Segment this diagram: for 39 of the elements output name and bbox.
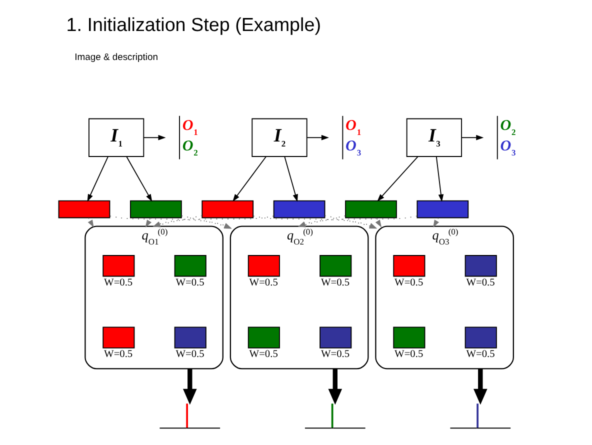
arrow bbox=[306, 134, 329, 140]
arrow bbox=[126, 156, 152, 202]
arrow bbox=[284, 156, 298, 202]
node-box: I$_{3}$ bbox=[406, 118, 462, 157]
arrow bbox=[377, 156, 418, 202]
node-label: W=0.5 bbox=[394, 278, 424, 289]
node-box: I$_{1}$ bbox=[88, 118, 144, 157]
node-box bbox=[58, 200, 110, 218]
arrow bbox=[143, 134, 166, 140]
node-label: W=0.5 bbox=[320, 278, 350, 289]
arrow bbox=[328, 368, 342, 405]
node-label: W=0.5 bbox=[249, 349, 278, 360]
arrow bbox=[474, 368, 488, 405]
arrow bbox=[436, 156, 444, 202]
node-box bbox=[202, 200, 254, 218]
node-label: W=0.5 bbox=[104, 349, 133, 360]
node-box bbox=[130, 200, 182, 218]
node-label: W=0.5 bbox=[394, 349, 424, 360]
node-box bbox=[416, 200, 469, 218]
arrow bbox=[87, 156, 109, 202]
label: Image & description bbox=[74, 50, 158, 62]
node-label: W=0.5 bbox=[176, 349, 204, 360]
node-box: I$_{2}$ bbox=[252, 118, 308, 157]
node-box bbox=[273, 200, 326, 218]
arrow bbox=[433, 218, 440, 228]
node-label: W=0.5 bbox=[104, 278, 133, 289]
arrow bbox=[182, 368, 197, 405]
node-label: W=0.5 bbox=[249, 278, 278, 289]
diagram-title: 1. Initialization Step (Example) bbox=[66, 14, 322, 36]
node-label: W=0.5 bbox=[466, 349, 495, 360]
node-text: O$_{2}$ O$_{3}$ bbox=[500, 118, 516, 158]
node-text: O$_{1}$ O$_{3}$ bbox=[346, 118, 362, 158]
arrow bbox=[232, 156, 267, 202]
node-text: O$_{1}$ O$_{2}$ bbox=[182, 118, 198, 158]
node-box bbox=[345, 200, 397, 218]
node-label: W=0.5 bbox=[320, 349, 350, 360]
arrow bbox=[461, 134, 484, 140]
node-label: W=0.5 bbox=[176, 278, 204, 289]
node-label: W=0.5 bbox=[466, 278, 495, 289]
